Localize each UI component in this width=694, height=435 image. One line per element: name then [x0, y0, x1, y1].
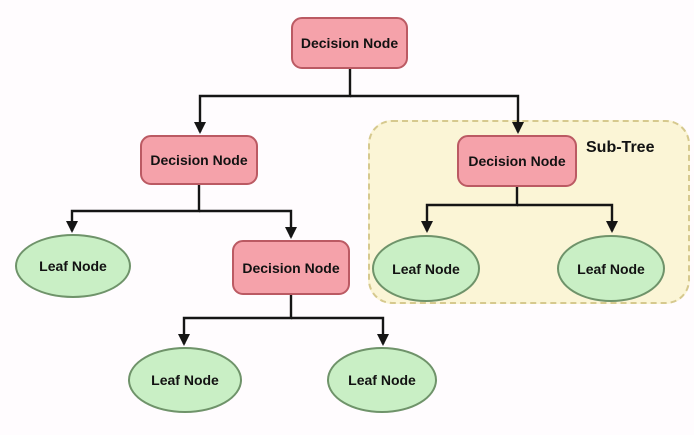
edge-subtreedecision-subtreeleafright	[517, 203, 618, 233]
edge-leftdecision-middecision	[199, 209, 297, 239]
edge-middecision-midleafright	[291, 316, 389, 346]
edge-leftdecision-leftleaf	[66, 185, 201, 233]
node-subtree-leaf-left: Leaf Node	[372, 235, 480, 302]
edge-subtreedecision-subtreeleafleft	[421, 187, 519, 233]
node-left-decision: Decision Node	[140, 135, 258, 185]
node-subtree-decision: Decision Node	[457, 135, 577, 187]
node-subtree-leaf-right: Leaf Node	[557, 235, 665, 302]
node-mid-leaf-left: Leaf Node	[128, 347, 242, 413]
edge-root-left-decision	[194, 69, 352, 134]
node-mid-leaf-right: Leaf Node	[327, 347, 437, 413]
node-left-leaf: Leaf Node	[15, 234, 131, 298]
node-root-decision: Decision Node	[291, 17, 408, 69]
edge-middecision-midleafleft	[178, 295, 293, 346]
node-mid-decision: Decision Node	[232, 240, 350, 295]
subtree-label: Sub-Tree	[586, 139, 655, 156]
edge-root-subtree-decision	[350, 94, 524, 134]
